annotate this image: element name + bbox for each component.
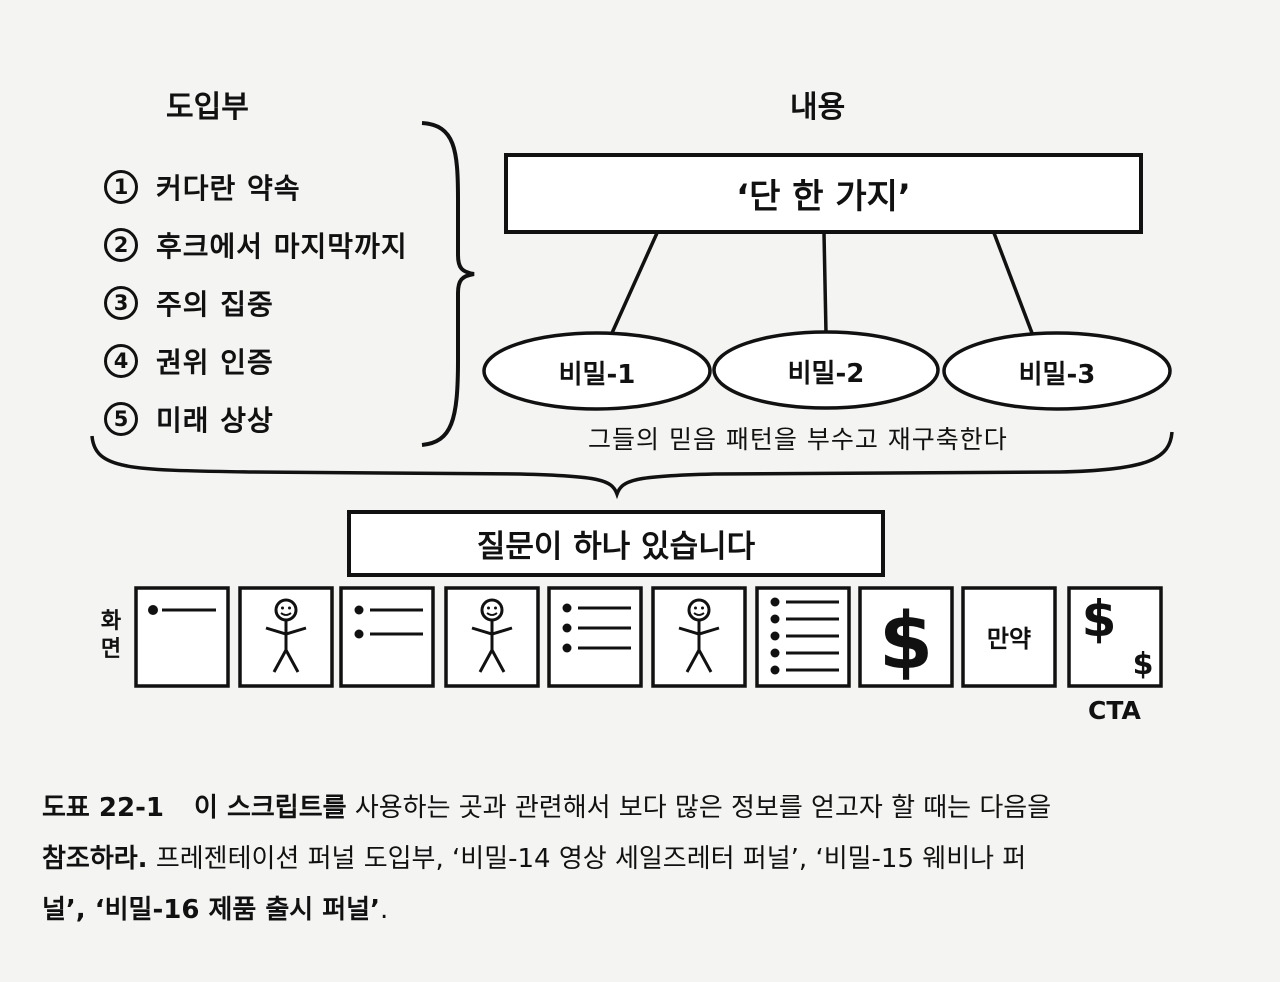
connector-line — [822, 232, 828, 334]
stick-figure-eye — [281, 606, 284, 610]
bullet-dot — [770, 614, 780, 624]
number-circle: 1 — [104, 170, 138, 204]
intro-item: 1 커다란 약속 — [104, 162, 408, 212]
secret-ellipse — [712, 330, 940, 410]
intro-item-label: 권위 인증 — [156, 346, 274, 379]
slide-bullets5 — [755, 586, 851, 688]
caption-bold: 이 스크립트를 — [193, 793, 347, 823]
caption-text: 프레젠테이션 퍼널 도입부, ‘비밀-14 영상 세일즈레터 퍼널’, ‘비밀-… — [155, 844, 1027, 874]
caption-text: . — [379, 895, 389, 925]
slide-person — [238, 586, 334, 688]
secret-ellipse — [942, 331, 1172, 411]
number-circle: 2 — [104, 228, 138, 262]
figure-caption: 도표 22-1 이 스크립트를 사용하는 곳과 관련해서 보다 많은 정보를 얻고… — [42, 783, 1242, 936]
dollar-icon: $ — [1133, 647, 1154, 682]
caption-line: 널’, ‘비밀-16 제품 출시 퍼널’. — [42, 885, 1242, 936]
stick-figure-legs — [685, 646, 713, 673]
intro-list: 1 커다란 약속 2 후크에서 마지막까지 3 주의 집중 4 권위 인증 5 … — [104, 162, 408, 444]
intro-item: 5 미래 상상 — [104, 394, 408, 444]
slide-frame — [858, 586, 954, 688]
secret-ellipse — [482, 331, 712, 411]
bullet-dot — [148, 605, 158, 615]
stick-figure-arms — [678, 626, 720, 636]
slide-frame — [547, 586, 643, 688]
intro-item: 3 주의 집중 — [104, 278, 408, 328]
slide-frame — [134, 586, 230, 688]
caption-bold: 참조하라. — [42, 844, 148, 874]
intro-item-label: 커다란 약속 — [156, 172, 301, 205]
secret-label: 비밀-3 — [1018, 359, 1096, 390]
content-heading: 내용 — [790, 90, 846, 125]
bullet-dot — [770, 631, 780, 641]
stick-figure-legs — [478, 646, 506, 673]
stick-figure-eye — [701, 606, 704, 610]
stick-figure-smile — [486, 612, 498, 616]
slide-dollar-cta: $$ — [1067, 586, 1163, 688]
screen-side-label: 화면 — [100, 609, 122, 662]
connector-line — [992, 232, 1034, 334]
number-circle: 4 — [104, 344, 138, 378]
slide-frame — [961, 586, 1057, 688]
slide-text — [961, 586, 1057, 688]
slide-frame — [339, 586, 435, 688]
slide-person — [651, 586, 747, 688]
figure-label: 도표 22-1 — [42, 793, 164, 823]
bullet-dot — [770, 597, 780, 607]
caption-bold: 널’, ‘비밀-16 제품 출시 퍼널’ — [42, 895, 380, 925]
bullet-dot — [354, 605, 364, 615]
intro-item-label: 주의 집중 — [156, 288, 274, 321]
stick-figure-arms — [265, 626, 307, 636]
number-circle: 3 — [104, 286, 138, 320]
stick-figure-arms — [471, 626, 513, 636]
dollar-icon: $ — [879, 597, 933, 687]
caption-line: 참조하라. 프레젠테이션 퍼널 도입부, ‘비밀-14 영상 세일즈레터 퍼널’… — [42, 834, 1242, 885]
bullet-dot — [354, 629, 364, 639]
slide-line — [134, 586, 230, 688]
stick-figure-legs — [272, 646, 300, 673]
intro-item: 2 후크에서 마지막까지 — [104, 220, 408, 270]
intro-item-label: 미래 상상 — [156, 404, 274, 437]
one-thing-box — [504, 153, 1143, 234]
caption-text: 사용하는 곳과 관련해서 보다 많은 정보를 얻고자 할 때는 다음을 — [354, 793, 1052, 823]
slide-strip: $$$ — [134, 586, 1163, 688]
secret-label: 비밀-1 — [558, 359, 636, 390]
bullet-dot — [770, 665, 780, 675]
intro-item: 4 권위 인증 — [104, 336, 408, 386]
intro-heading: 도입부 — [166, 90, 249, 125]
question-box — [347, 510, 885, 577]
stick-figure-eye — [487, 606, 490, 610]
slide-bullets2 — [339, 586, 435, 688]
slide-dollar: $ — [858, 586, 954, 688]
dollar-icon: $ — [1082, 590, 1117, 648]
intro-item-label: 후크에서 마지막까지 — [156, 230, 408, 263]
question-label: 질문이 하나 있습니다 — [476, 529, 756, 565]
bullet-dot — [770, 648, 780, 658]
slide-bullets3 — [547, 586, 643, 688]
bullet-dot — [562, 603, 572, 613]
stick-figure-eye — [694, 606, 697, 610]
connector-line — [610, 232, 659, 334]
stick-figure-smile — [693, 612, 705, 616]
bottom-brace — [90, 431, 1174, 500]
secret-label: 비밀-2 — [787, 358, 865, 389]
stick-figure-eye — [288, 606, 291, 610]
bullet-dot — [562, 643, 572, 653]
intro-brace — [421, 121, 475, 447]
belief-note: 그들의 믿음 패턴을 부수고 재구축한다 — [588, 425, 1008, 454]
slide-person — [444, 586, 540, 688]
bullet-dot — [562, 623, 572, 633]
stick-figure-eye — [494, 606, 497, 610]
one-thing-label: ‘단 한 가지’ — [736, 177, 911, 217]
stick-figure-smile — [280, 612, 292, 616]
slide-text-label: 만약 — [986, 624, 1032, 653]
cta-label: CTA — [1088, 696, 1141, 725]
number-circle: 5 — [104, 402, 138, 436]
slide-frame — [1067, 586, 1163, 688]
caption-line: 도표 22-1 이 스크립트를 사용하는 곳과 관련해서 보다 많은 정보를 얻고… — [42, 783, 1242, 834]
